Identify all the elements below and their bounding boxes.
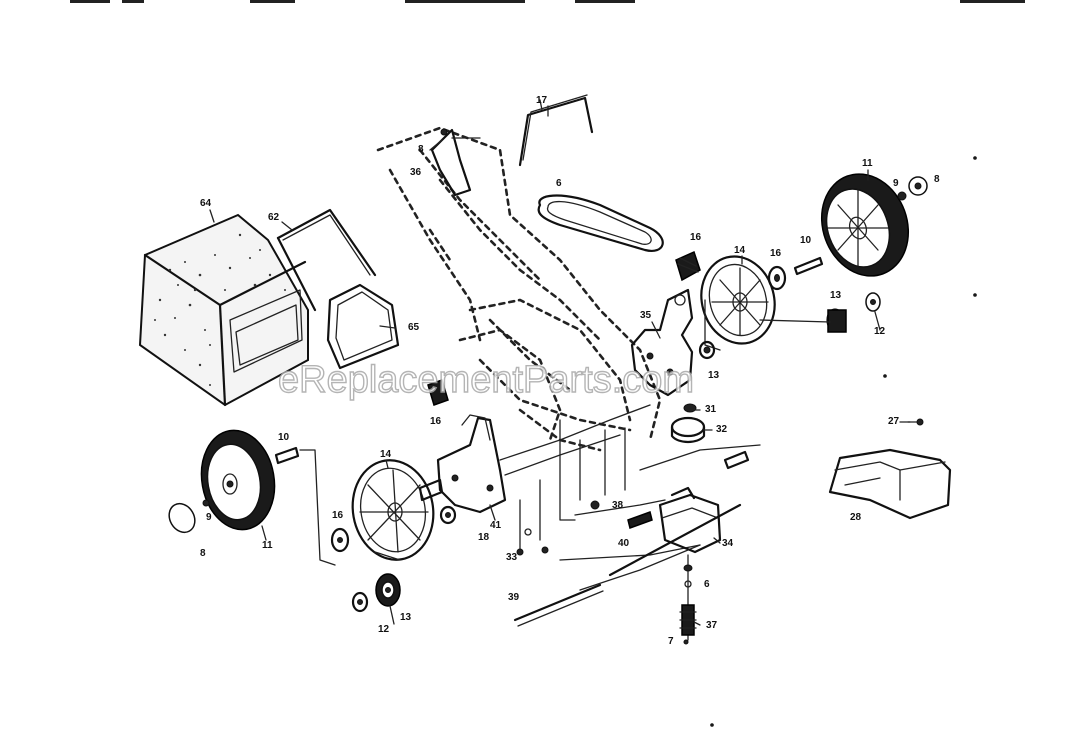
callout-10-right: 10 [800, 235, 812, 246]
right-small-parts [759, 256, 881, 333]
spring-top [675, 250, 701, 282]
misc-fasteners [516, 500, 600, 556]
callout-34: 34 [722, 538, 734, 549]
callout-8-top: 8 [418, 144, 424, 155]
callout-37: 37 [706, 620, 718, 631]
left-washer [330, 527, 350, 553]
deck-outline [376, 126, 662, 452]
callout-41: 41 [490, 520, 502, 531]
callout-28: 28 [850, 512, 862, 523]
left-drive-wheel [351, 459, 435, 561]
callout-13-left: 13 [400, 612, 412, 623]
callout-16-right: 16 [770, 248, 782, 259]
callout-7: 7 [668, 636, 674, 647]
callout-39: 39 [508, 592, 520, 603]
drive-belt [537, 194, 664, 252]
callout-11-right: 11 [862, 158, 873, 169]
grass-catcher-bag [138, 213, 309, 407]
callout-35: 35 [640, 310, 652, 321]
axle-lines [499, 404, 761, 591]
callout-32: 32 [716, 424, 728, 435]
callout-11-left: 11 [262, 540, 273, 551]
left-rear-wheel [168, 429, 336, 566]
leader-lines [209, 105, 911, 626]
callout-6-bolt: 6 [704, 579, 710, 590]
callout-14-left: 14 [380, 449, 392, 460]
callout-13-right: 13 [830, 290, 842, 301]
callout-18: 18 [478, 532, 490, 543]
callout-labels: 17 6 8 36 64 62 65 16 14 16 10 11 9 8 13… [200, 95, 940, 647]
bag-frame [276, 208, 377, 312]
callout-31: 31 [705, 404, 717, 415]
callout-9-left: 9 [206, 512, 212, 523]
callout-40: 40 [618, 538, 630, 549]
right-drive-wheel [700, 255, 776, 351]
callout-38: 38 [612, 500, 624, 511]
callout-8-left: 8 [200, 548, 206, 559]
callout-12-right: 12 [874, 326, 886, 337]
callout-33: 33 [506, 552, 518, 563]
bag-texture [154, 233, 286, 386]
cap-assembly [670, 403, 706, 444]
drive-shaft [513, 583, 604, 627]
callout-16-mid: 16 [430, 416, 442, 427]
callout-12-left: 12 [378, 624, 390, 635]
callout-64: 64 [200, 198, 212, 209]
bag-support [326, 283, 400, 370]
left-pinion-gear [351, 573, 401, 613]
watermark-text: eReplacementParts.com [278, 359, 694, 401]
transmission [608, 450, 750, 577]
callout-65: 65 [408, 322, 420, 333]
rear-deflector [828, 418, 952, 520]
right-rear-wheel [820, 173, 928, 277]
header-strip [70, 0, 1025, 3]
callout-14-right: 14 [734, 245, 746, 256]
callout-27: 27 [888, 416, 900, 427]
handle-bracket-top [430, 128, 481, 197]
callout-13-mid: 13 [708, 370, 720, 381]
callout-8-right: 8 [934, 174, 940, 185]
spring-mid [427, 379, 449, 406]
right-gear-case [630, 288, 716, 397]
callout-16-left: 16 [332, 510, 344, 521]
blade-bolt-spring [679, 554, 697, 645]
callout-10-left: 10 [278, 432, 290, 443]
callout-9-right: 9 [893, 178, 899, 189]
left-gear-case [418, 414, 507, 525]
upper-handle [518, 94, 594, 167]
callout-36: 36 [410, 167, 422, 178]
callout-17-top: 17 [536, 95, 548, 106]
callout-16-spring: 16 [690, 232, 702, 243]
callout-6-belt: 6 [556, 178, 562, 189]
stray-marks [710, 156, 977, 727]
callout-62: 62 [268, 212, 280, 223]
